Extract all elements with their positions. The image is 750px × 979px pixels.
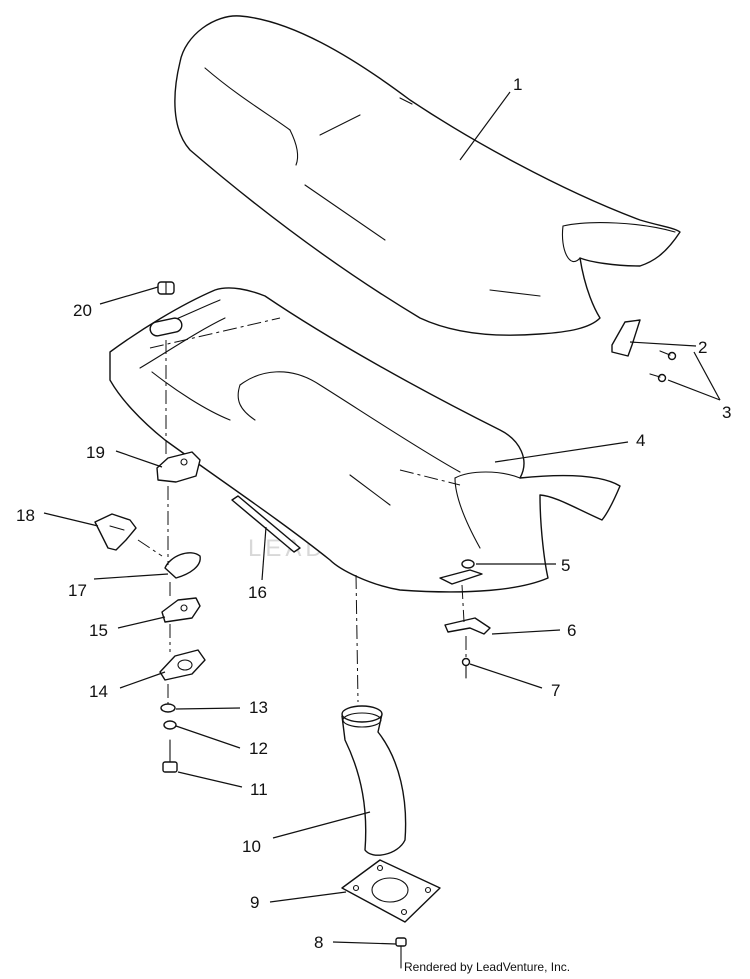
callout-2: 2 <box>698 338 707 357</box>
duct-part <box>341 574 407 856</box>
callout-15: 15 <box>89 621 108 640</box>
clip-parts <box>439 559 491 679</box>
callout-12: 12 <box>249 739 268 758</box>
callout-19: 19 <box>86 443 105 462</box>
callout-20: 20 <box>73 301 92 320</box>
callout-10: 10 <box>242 837 261 856</box>
callout-4: 4 <box>636 431 645 450</box>
credit-text: Rendered by LeadVenture, Inc. <box>404 960 571 974</box>
callout-14: 14 <box>89 682 108 701</box>
callout-labels: 1 2 3 4 5 6 7 8 9 10 11 12 13 14 15 16 1… <box>16 75 731 952</box>
strip-part <box>231 495 301 553</box>
callout-18: 18 <box>16 506 35 525</box>
callout-3: 3 <box>722 403 731 422</box>
callout-17: 17 <box>68 581 87 600</box>
callout-7: 7 <box>551 681 560 700</box>
seat-part <box>174 15 681 336</box>
plate-part <box>341 859 441 923</box>
callout-8: 8 <box>314 933 323 952</box>
screw-parts <box>649 350 677 383</box>
bottom-screw-part <box>395 937 407 969</box>
callout-5: 5 <box>561 556 570 575</box>
seat-pan-part <box>109 287 621 593</box>
callout-16: 16 <box>248 583 267 602</box>
callout-6: 6 <box>567 621 576 640</box>
hinge-stack <box>94 340 206 773</box>
callout-1: 1 <box>513 75 522 94</box>
plug-part <box>157 281 175 295</box>
bracket-part <box>611 319 641 357</box>
leader-lines <box>43 91 721 945</box>
callout-9: 9 <box>250 893 259 912</box>
callout-11: 11 <box>250 780 268 799</box>
callout-13: 13 <box>249 698 268 717</box>
